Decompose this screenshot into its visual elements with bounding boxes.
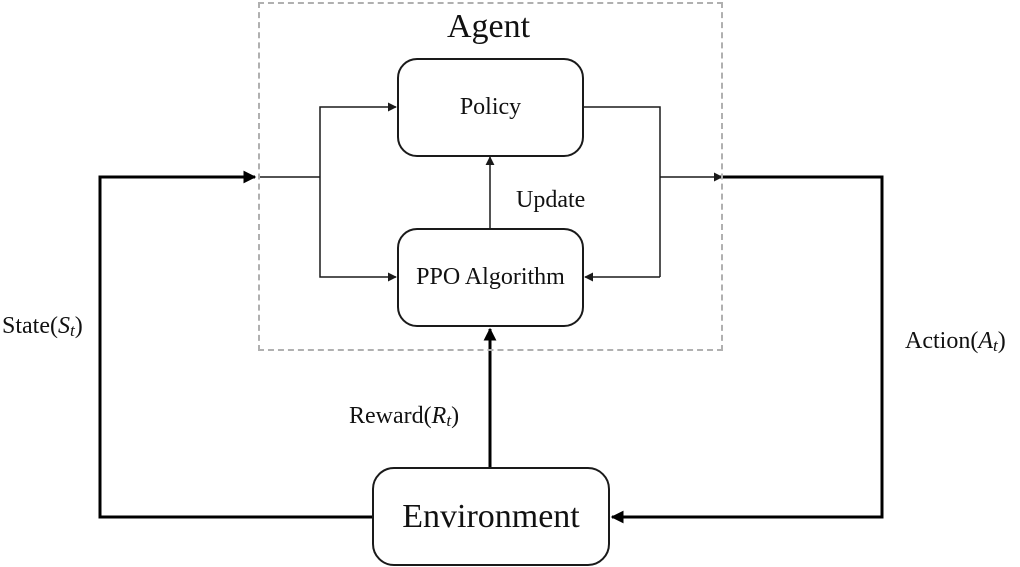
action-arrow — [610, 175, 884, 524]
state-arrow — [98, 170, 373, 519]
agent-frame — [258, 2, 723, 351]
agent-title: Agent — [447, 8, 531, 45]
action-label: Action(At) — [905, 328, 1006, 356]
reward-label: Reward(Rt) — [349, 403, 460, 431]
environment-label: Environment — [402, 497, 580, 535]
policy-label: Policy — [459, 94, 522, 120]
input-to-ppo-arrow — [319, 177, 397, 282]
ppo-algorithm-box: PPO Algorithm — [397, 228, 584, 327]
update-label: Update — [516, 187, 586, 213]
ppo-algorithm-label: PPO Algorithm — [416, 264, 565, 290]
state-label: State(St) — [2, 313, 83, 341]
policy-to-output-line — [583, 106, 661, 277]
input-to-policy-arrow — [319, 102, 397, 177]
environment-box: Environment — [372, 467, 610, 566]
policy-box: Policy — [397, 58, 584, 157]
